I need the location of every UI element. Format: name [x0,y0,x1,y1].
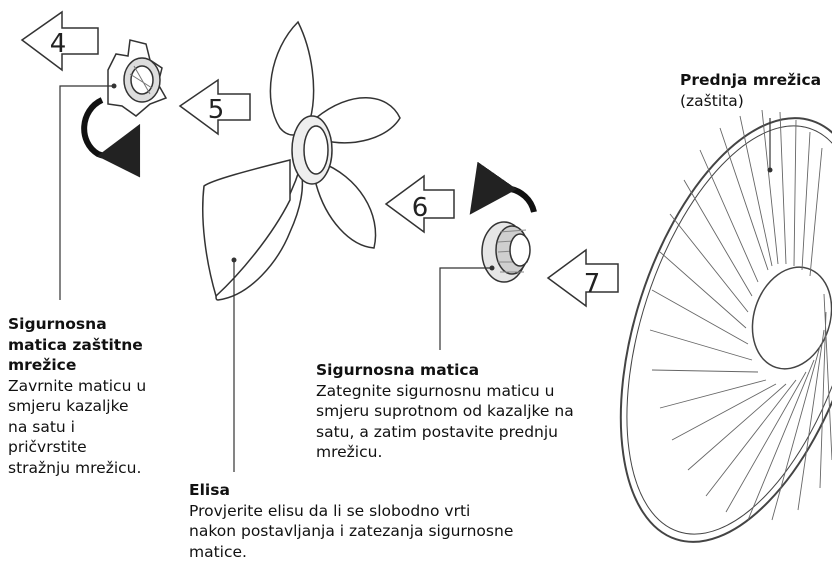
guard-nut-text-line: stražnju mrežicu. [8,458,142,477]
leader-lines [59,85,771,472]
guard-nut-title-line: matica zaštitne [8,335,143,354]
step-number-7: 7 [584,269,601,299]
guard-nut-label: Sigurnosna matica zaštitne mrežice Zavrn… [8,314,146,478]
front-grille-drawing [619,109,832,543]
guard-nut-drawing [107,39,168,117]
step-arrow-6: 6 [384,174,455,234]
front-grille-subtitle: (zaštita) [680,91,744,110]
step-number-6: 6 [412,193,429,223]
safety-nut-text-line: satu, a zatim postavite prednju [316,422,558,441]
guard-nut-text-line: na satu i [8,417,75,436]
blade-title: Elisa [189,481,230,499]
guard-nut-title-line: Sigurnosna [8,315,107,333]
clockwise-arrow [81,97,141,178]
counterclockwise-arrow [469,161,537,215]
front-grille-label: Prednja mrežica (zaštita) [680,70,821,111]
safety-nut-drawing [481,221,531,283]
safety-nut-title: Sigurnosna matica [316,361,480,379]
fan-blade-drawing [202,20,401,301]
blade-label: Elisa Provjerite elisu da li se slobodno… [189,480,513,562]
step-number-4: 4 [50,29,67,59]
blade-text-line: matice. [189,542,247,561]
guard-nut-text-line: Zavrnite maticu u [8,376,147,395]
blade-text-line: nakon postavljanja i zatezanja sigurnosn… [189,522,514,540]
step-arrow-4: 4 [20,10,99,72]
safety-nut-label: Sigurnosna matica Zategnite sigurnosnu m… [316,360,574,463]
step-number-5: 5 [208,95,225,125]
safety-nut-text-line: smjeru suprotnom od kazaljke na [316,402,574,420]
step-arrow-7: 7 [546,248,619,308]
guard-nut-title-line: mrežice [8,356,77,374]
guard-nut-text-line: smjeru kazaljke [8,397,129,415]
safety-nut-text-line: mrežicu. [316,443,383,461]
front-grille-title: Prednja mrežica [680,71,822,89]
guard-nut-text-line: pričvrstite [8,438,87,456]
step-arrow-5: 5 [178,78,251,136]
safety-nut-text-line: Zategnite sigurnosnu maticu u [316,381,555,400]
blade-text-line: Provjerite elisu da li se slobodno vrti [189,501,471,520]
